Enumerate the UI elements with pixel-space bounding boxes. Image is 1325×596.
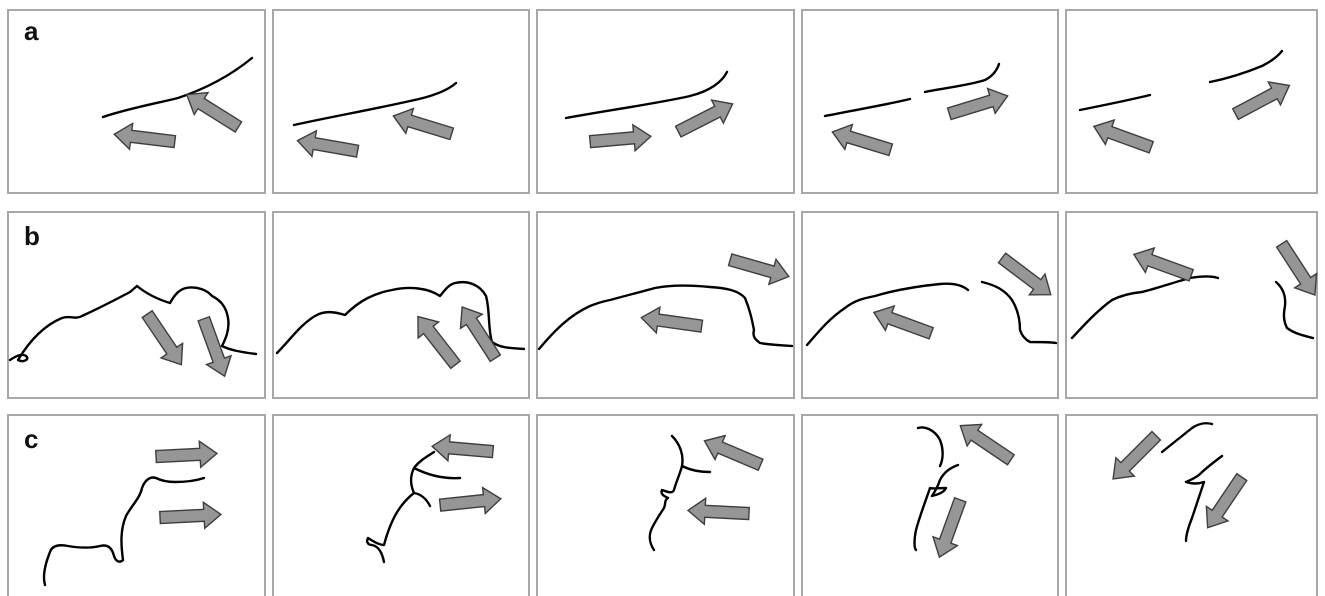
panel-b5 [1066, 212, 1317, 398]
panel-b3 [537, 212, 794, 398]
row-c: c [8, 415, 1317, 596]
row-label-c: c [24, 424, 38, 454]
row-label-a: a [24, 16, 39, 46]
row-a: a [8, 10, 1317, 193]
panel-c1 [8, 415, 265, 596]
row-b: b [8, 212, 1325, 398]
panel-a4 [802, 10, 1058, 193]
panel-c4 [802, 415, 1058, 596]
panel-b2 [273, 212, 529, 398]
panel-b4 [802, 212, 1058, 398]
row-label-b: b [24, 221, 40, 251]
panel-c5 [1066, 415, 1317, 596]
panel-a1 [8, 10, 265, 193]
panel-a2 [273, 10, 529, 193]
